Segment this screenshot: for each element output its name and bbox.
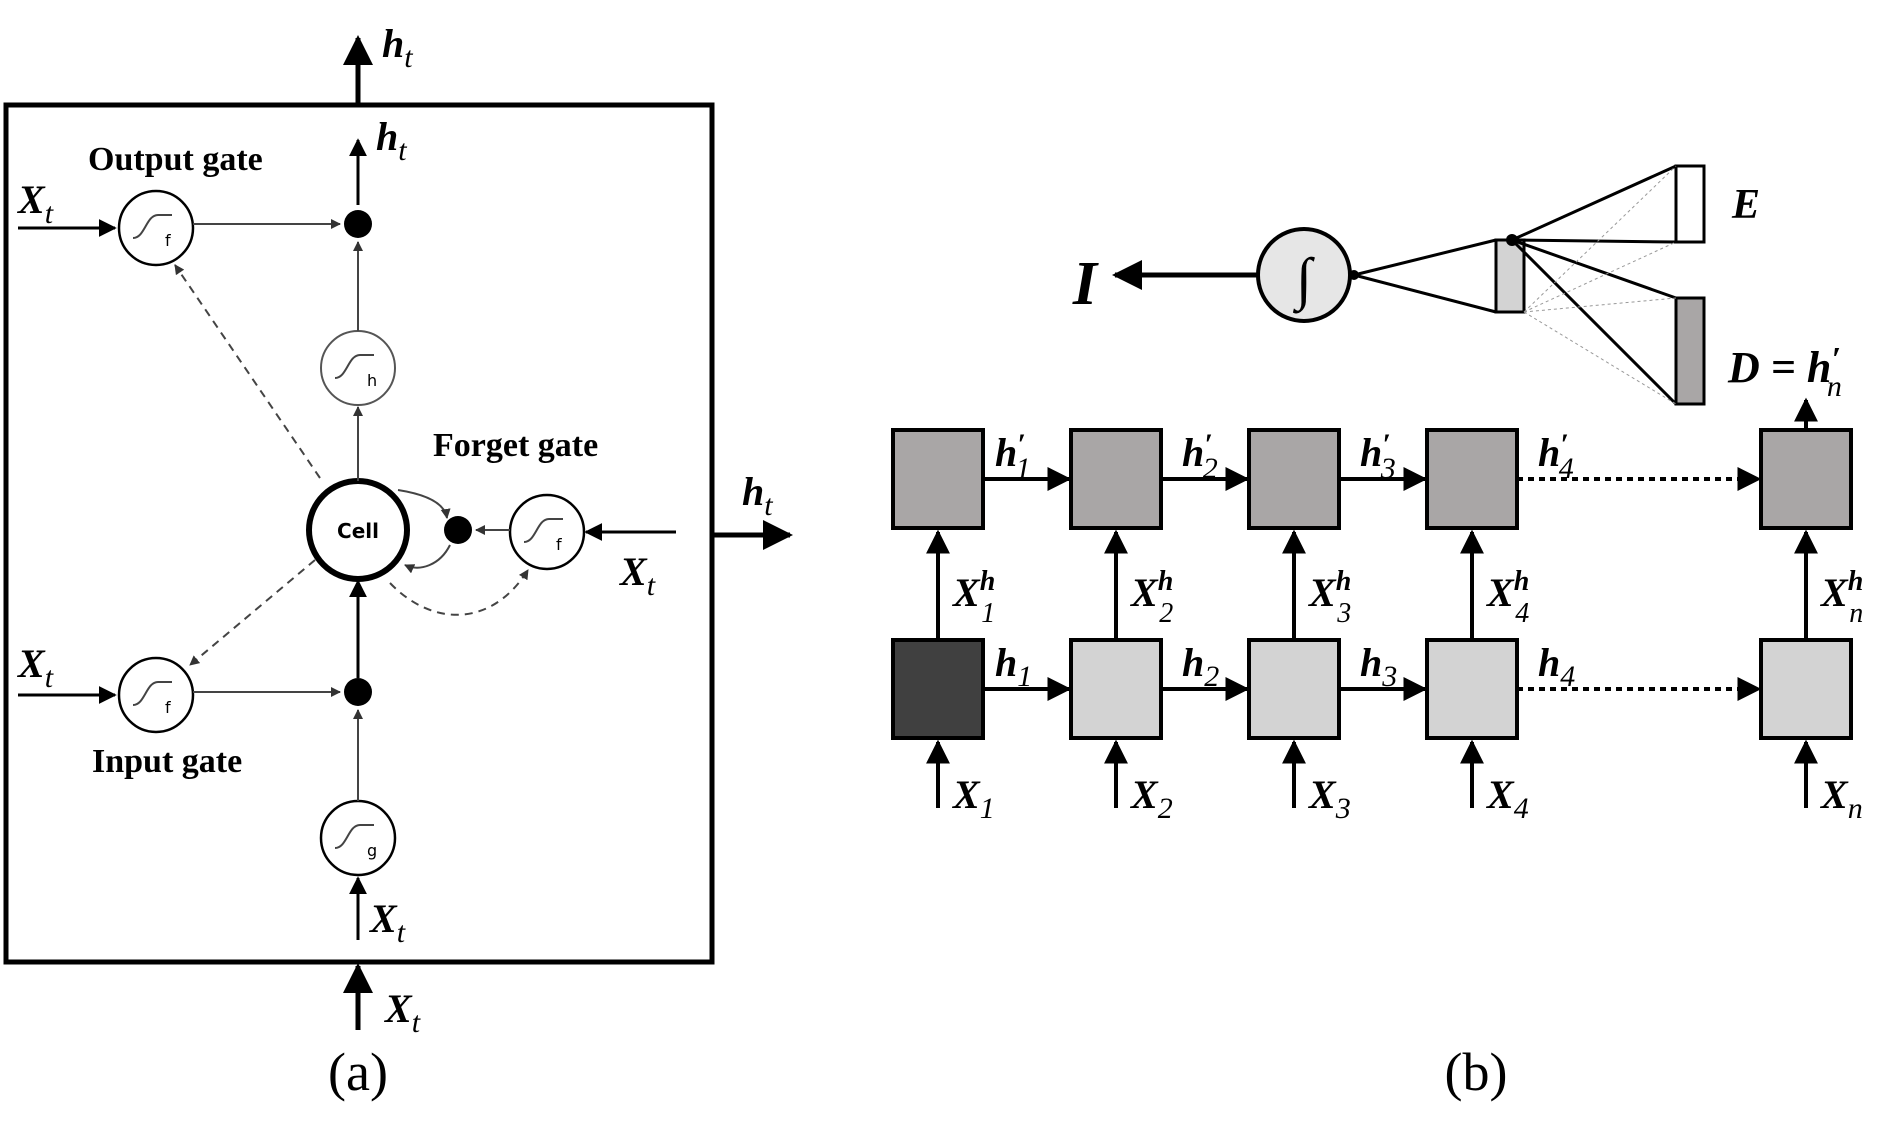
link-D-top xyxy=(1511,238,1677,300)
link-D-bottom xyxy=(1510,238,1678,406)
input-multiply-node xyxy=(344,678,372,706)
panel-a-caption: (a) xyxy=(328,1042,388,1102)
decoder-cell-1 xyxy=(891,428,985,530)
label-Xn: Xn xyxy=(1819,772,1863,825)
encoder-cell-2 xyxy=(1069,638,1163,740)
output-gate-activation: f xyxy=(165,231,171,250)
input-gate-sigmoid xyxy=(117,656,195,734)
output-activation-tanh xyxy=(320,330,396,406)
inner-output-label: ht xyxy=(376,114,407,167)
forget-gate-label: Forget gate xyxy=(433,427,598,464)
top-output-label: ht xyxy=(382,21,413,74)
label-X1: X1 xyxy=(951,772,995,825)
output-multiply-node xyxy=(344,210,372,238)
cell-to-forget-node-arrow xyxy=(397,489,451,519)
panel-b-caption: (b) xyxy=(1445,1042,1508,1102)
sigmoid-curve-icon xyxy=(132,680,172,706)
label-h1-prime: h′1 xyxy=(995,428,1031,485)
forget-gate-activation: f xyxy=(556,535,562,554)
sigmoid-curve-icon xyxy=(132,214,172,239)
peephole-output-arrow xyxy=(174,264,321,479)
encoder-cell-1 xyxy=(891,638,985,740)
decoder-cell-4 xyxy=(1425,428,1519,530)
label-h3: h3 xyxy=(1360,640,1397,693)
cell-label: Cell xyxy=(337,519,379,543)
peephole-input-arrow xyxy=(189,559,316,666)
panel-a-lstm-cell: ht ht Output gate f Xt h Cell Forget gat… xyxy=(3,21,793,1102)
input-gate-input-label: Xt xyxy=(16,641,54,694)
encoder-cell-4 xyxy=(1425,638,1519,740)
decoder-cell-3 xyxy=(1247,428,1341,530)
encoder-matrix-E xyxy=(1674,164,1706,244)
forget-gate-sigmoid xyxy=(508,493,586,571)
output-gate-input-label: Xt xyxy=(16,177,54,230)
link-E-bottom xyxy=(1511,238,1677,244)
label-X3: X3 xyxy=(1307,772,1351,825)
input-gate-label: Input gate xyxy=(92,743,242,780)
output-activation-label: h xyxy=(367,371,377,390)
forget-gate-input-label: Xt xyxy=(618,549,656,602)
label-h1: h1 xyxy=(995,640,1032,693)
label-h2: h2 xyxy=(1182,640,1219,693)
decoder-cell-2 xyxy=(1069,428,1163,530)
sigmoid-curve-icon xyxy=(334,354,374,379)
peephole-forget-arrow xyxy=(389,569,529,616)
sigmoid-curve-icon xyxy=(334,824,374,849)
sigmoid-curve-icon xyxy=(523,518,563,543)
output-gate-label: Output gate xyxy=(88,141,263,178)
label-X4: X4 xyxy=(1485,772,1529,825)
dotted-attention-links xyxy=(1523,165,1677,405)
link-E-top xyxy=(1511,164,1677,242)
encoder-cell-3 xyxy=(1247,638,1341,740)
input-activation-g xyxy=(319,799,397,877)
label-X2: X2 xyxy=(1129,772,1173,825)
label-h4: h4 xyxy=(1538,640,1575,693)
decoder-cell-n xyxy=(1759,428,1853,530)
bottom-input-label: Xt xyxy=(383,986,421,1039)
forget-node-to-cell-arrow xyxy=(404,544,451,574)
panel-b-seq2seq: I ∫ E D = h′n h′1 h′2 xyxy=(891,164,1863,1102)
forget-multiply-node xyxy=(444,516,472,544)
decoder-matrix-D xyxy=(1674,296,1706,406)
input-gate-activation: f xyxy=(165,698,171,717)
output-gate-sigmoid xyxy=(117,189,195,267)
integral-icon: ∫ xyxy=(1292,246,1315,314)
output-label-I: I xyxy=(1072,250,1099,318)
encoder-cell-n xyxy=(1759,638,1853,740)
attention-vector xyxy=(1494,238,1526,314)
input-activation-label: g xyxy=(367,841,377,860)
attention-link-top xyxy=(1353,238,1497,277)
right-output-label: ht xyxy=(742,469,773,522)
label-h3-prime: h′3 xyxy=(1360,428,1396,485)
label-h2-prime: h′2 xyxy=(1182,428,1218,485)
label-E: E xyxy=(1731,182,1760,228)
attention-link-bottom xyxy=(1353,273,1497,314)
label-D-eq: D = h′n xyxy=(1727,341,1842,403)
inner-input-label: Xt xyxy=(368,896,406,949)
label-h4-prime: h′4 xyxy=(1538,428,1574,485)
